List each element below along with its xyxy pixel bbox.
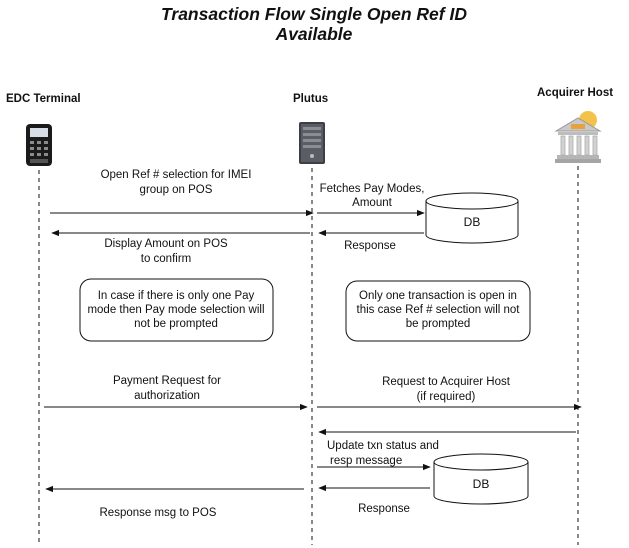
actor-label-plutus: Plutus xyxy=(293,93,328,105)
actor-label-edc-terminal: EDC Terminal xyxy=(6,93,81,105)
message-request-acquirer-line1: Request to Acquirer Host xyxy=(382,376,511,388)
server-icon xyxy=(299,122,325,164)
message-display-line1: Display Amount on POS xyxy=(104,238,228,250)
message-payment-line1: Payment Request for xyxy=(113,375,221,387)
note-right-line2: this case Ref # selection will not xyxy=(357,304,521,316)
database-2-label: DB xyxy=(473,477,490,491)
note-right-line3: be prompted xyxy=(406,318,471,330)
note-right-line1: Only one transaction is open in xyxy=(359,290,517,302)
message-payment-line2: authorization xyxy=(134,390,200,402)
message-response-to-pos: Response msg to POS xyxy=(100,507,217,519)
message-response-1: Response xyxy=(344,240,396,252)
note-left-line3: not be prompted xyxy=(134,318,218,330)
note-left-line2: mode then Pay mode selection will xyxy=(87,304,264,316)
message-display-line2: to confirm xyxy=(141,253,192,265)
actor-label-acquirer-host: Acquirer Host xyxy=(537,87,613,99)
diagram-title-line1: Transaction Flow Single Open Ref ID xyxy=(161,4,467,24)
message-response-2: Response xyxy=(358,503,410,515)
note-left-line1: In case if there is only one Pay xyxy=(98,290,255,302)
message-fetch-line1: Fetches Pay Modes, xyxy=(320,183,425,195)
pos-terminal-icon xyxy=(26,124,52,166)
message-open-ref-line2: group on POS xyxy=(140,184,213,196)
message-update-line2: resp message xyxy=(330,455,402,467)
message-open-ref-line1: Open Ref # selection for IMEI xyxy=(101,169,252,181)
message-request-acquirer-line2: (if required) xyxy=(417,391,476,403)
database-1-label: DB xyxy=(464,215,481,229)
bank-icon xyxy=(554,111,602,163)
message-update-line1: Update txn status and xyxy=(327,440,439,452)
note-left: In case if there is only one Pay mode th… xyxy=(79,278,274,342)
diagram-title-line2: Available xyxy=(275,24,353,44)
database-1: DB xyxy=(425,192,519,244)
note-right: Only one transaction is open in this cas… xyxy=(345,280,531,342)
database-2: DB xyxy=(433,453,529,505)
message-fetch-line2: Amount xyxy=(352,197,392,209)
